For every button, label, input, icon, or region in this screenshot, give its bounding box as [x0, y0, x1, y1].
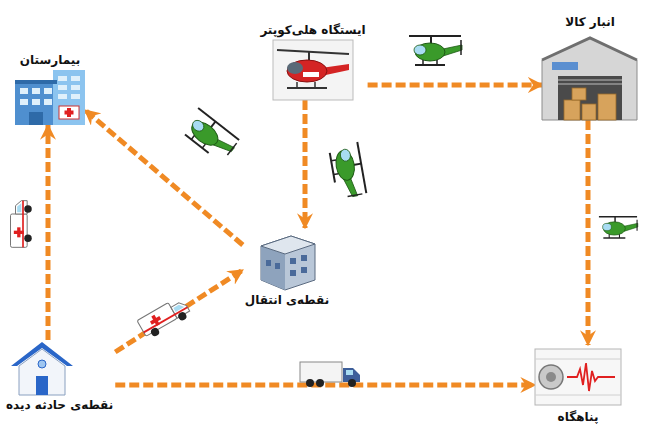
- node-label: پناهگاه: [556, 409, 601, 425]
- ambulance-figure: [11, 201, 32, 248]
- helicopter-figure: [409, 36, 462, 65]
- location-node: پناهگاه: [535, 345, 621, 425]
- node-label: ایستگاه هلی‌کوپتر: [258, 22, 367, 38]
- node-label: نقطه‌ی حادثه دیده: [4, 397, 115, 413]
- route-arrow: [115, 270, 243, 352]
- location-node: نقطه‌ی انتقال: [243, 228, 331, 308]
- warehouse-icon: [542, 38, 637, 120]
- hospital-icon: [15, 70, 85, 125]
- route-arrow: [303, 100, 308, 228]
- ambulance-figure: [137, 295, 192, 340]
- location-node: ایستگاه هلی‌کوپتر: [258, 22, 367, 100]
- helicopter-figure: [329, 142, 367, 199]
- location-node: بیمارستان: [15, 52, 85, 125]
- house-icon: [11, 342, 73, 395]
- route-arrow: [46, 125, 51, 340]
- node-label: انبار کالا: [563, 14, 617, 30]
- shelter-icon: [535, 349, 621, 405]
- route-arrow: [368, 83, 543, 88]
- location-node: نقطه‌ی حادثه دیده: [4, 340, 115, 413]
- node-label: نقطه‌ی انتقال: [243, 292, 331, 308]
- helicopter-station-icon: [273, 40, 353, 100]
- location-node: انبار کالا: [543, 14, 638, 120]
- route-arrow: [115, 383, 535, 388]
- helicopter-figure: [180, 108, 240, 163]
- helicopter-figure: [599, 217, 638, 238]
- route-arrow: [586, 120, 591, 345]
- route-arrow: [85, 110, 243, 245]
- node-label: بیمارستان: [18, 52, 82, 68]
- truck-figure: [300, 362, 360, 387]
- transfer-point-icon: [261, 236, 315, 290]
